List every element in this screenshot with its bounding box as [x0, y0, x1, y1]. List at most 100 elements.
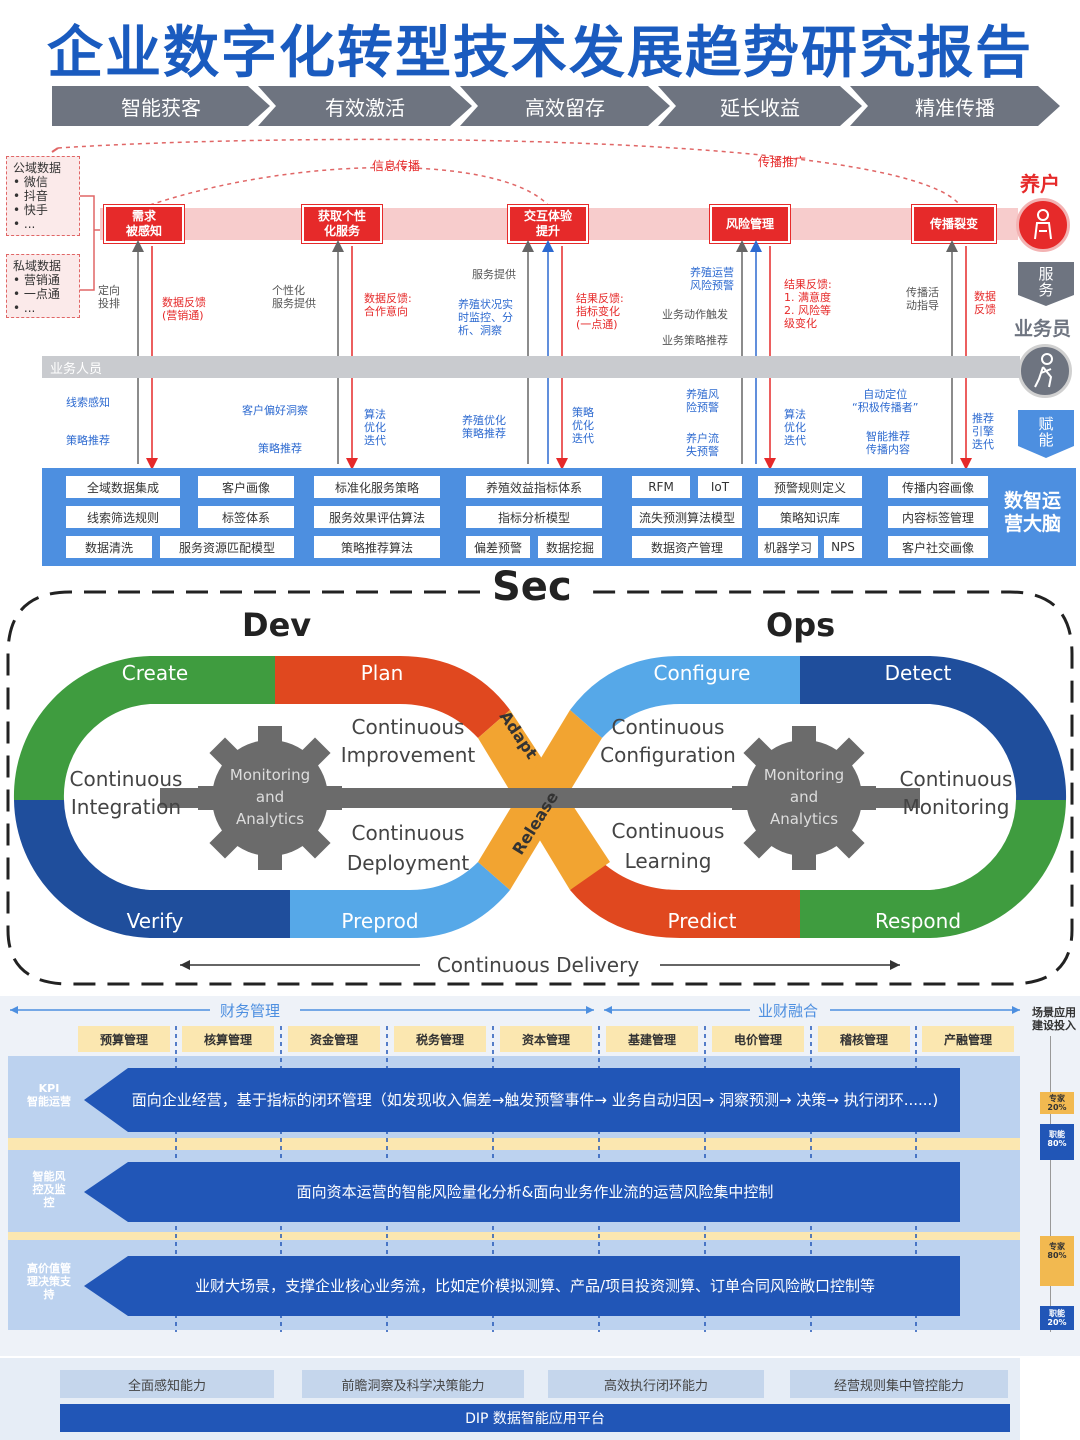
segment-plan [275, 656, 510, 738]
col-tax: 税务管理 [394, 1026, 486, 1052]
stage-risk-management: 风险管理 [710, 205, 790, 243]
note-feedback-satisfaction: 结果反馈: 1. 满意度 2. 风险等 级变化 [784, 278, 832, 330]
label-plan: Plan [361, 661, 404, 685]
flow-step-3: 高效留存 [460, 86, 670, 126]
cell-rfm: RFM [632, 476, 690, 498]
arrow-kpi: 面向企业经营，基于指标的闭环管理（如发现收入偏差→触发预警事件→ 业务自动归因→… [84, 1068, 960, 1132]
note-algo-iterate-2: 算法 优化 迭代 [784, 408, 806, 447]
cell-knowledge-base: 策略知识库 [758, 506, 862, 528]
label-configure: Configure [654, 661, 751, 685]
dip-platform: DIP 数据智能应用平台 [60, 1404, 1010, 1432]
col-electricity: 电价管理 [712, 1026, 804, 1052]
finance-right-header: 业财融合 [758, 1002, 819, 1020]
segment-detect [800, 656, 1067, 800]
bar-expert-80: 专家 80% [1040, 1236, 1074, 1286]
cell-strategy-algo: 策略推荐算法 [314, 536, 440, 558]
label-salesperson: 业务员 [1014, 318, 1072, 340]
staff-band-label: 业务人员 [50, 362, 103, 377]
bar-function-80: 职能 80% [1040, 1124, 1074, 1160]
note-promotion: 传播推广 [758, 155, 807, 169]
segment-create [13, 656, 276, 800]
cell-nps: NPS [824, 536, 862, 558]
label-empower: 赋 能 [1018, 410, 1074, 458]
note-lead-perception: 线索感知 [66, 396, 110, 409]
private-data-item: • 一点通 [13, 287, 60, 301]
cell-warning-rules: 预警规则定义 [758, 476, 862, 498]
label-farmer: 养户 [1020, 172, 1060, 196]
cell-resource-match: 服务资源匹配模型 [160, 536, 294, 558]
salesperson-icon [1018, 344, 1072, 398]
delivery-arrow-left [180, 960, 190, 970]
note-feedback-marketing: 数据反馈 (营销通) [162, 296, 206, 322]
col-budget: 预算管理 [78, 1026, 170, 1052]
sec-frame [6, 590, 1074, 986]
flow-step-2: 有效激活 [258, 86, 472, 126]
label-detect: Detect [885, 661, 952, 685]
flow-step-5: 精准传播 [850, 86, 1060, 126]
public-data-item: • 快手 [13, 203, 48, 217]
note-targeted: 定向 投排 [98, 284, 120, 310]
cell-content-tags: 内容标签管理 [888, 506, 988, 528]
label-create: Create [122, 661, 188, 685]
cell-std-service: 标准化服务策略 [314, 476, 440, 498]
label-verify: Verify [127, 909, 184, 933]
center-axis [160, 788, 920, 808]
arrow-risk: 面向资本运营的智能风险量化分析&面向业务作业流的运营风险集中控制 [84, 1162, 960, 1222]
label-ops: Ops [766, 606, 836, 644]
stage-interaction-upgrade: 交互体验 提升 [508, 205, 588, 243]
cell-machine-learning: 机器学习 [758, 536, 818, 558]
note-action-trigger: 业务动作触发 [662, 308, 728, 321]
cell-lead-filter: 线索筛选规则 [66, 506, 180, 528]
col-accounting: 核算管理 [182, 1026, 274, 1052]
col-industry-finance: 产融管理 [922, 1026, 1014, 1052]
row-divider-2 [8, 1232, 1020, 1240]
cell-data-mining: 数据挖掘 [538, 536, 602, 558]
row-label-decision: 高价值管 理决策支 持 [27, 1262, 71, 1301]
label-predict: Predict [668, 909, 737, 933]
label-respond: Respond [875, 909, 961, 933]
note-spread-guide: 传播活 动指导 [906, 286, 939, 312]
cell-data-cleaning: 数据清洗 [66, 536, 152, 558]
staff-band: 业务人员 [42, 356, 1020, 378]
label-service: 服 务 [1018, 262, 1074, 306]
cell-data-integration: 全域数据集成 [66, 476, 180, 498]
cap-execution: 高效执行闭环能力 [548, 1370, 764, 1398]
public-data-item: • 微信 [13, 175, 48, 189]
finance-header-lines [10, 1006, 1020, 1014]
note-algo-iterate-1: 算法 优化 迭代 [364, 408, 386, 447]
private-data-item: • 营销通 [13, 273, 60, 287]
bar-function-20: 职能 20% [1040, 1306, 1074, 1330]
cell-deviation-warning: 偏差预警 [466, 536, 530, 558]
investment-column [1040, 1036, 1076, 1332]
public-data-item: • 抖音 [13, 189, 48, 203]
note-farm-optimize: 养殖优化 策略推荐 [462, 414, 506, 440]
arrow-decision: 业财大场景，支撑企业核心业务流，比如定价模拟测算、产品/项目投资测算、订单合同风… [84, 1256, 960, 1316]
note-personal-service: 个性化 服务提供 [272, 284, 316, 310]
cell-churn-model: 流失预测算法模型 [632, 506, 742, 528]
cell-social-profile: 客户社交画像 [888, 536, 988, 558]
data-brain-label: 数智运 营大脑 [1004, 490, 1062, 535]
col-funds: 资金管理 [288, 1026, 380, 1052]
note-strategy-recommend-1: 策略推荐 [66, 434, 110, 447]
private-data-title: 私域数据 [13, 259, 62, 273]
stage-viral-spread: 传播裂变 [912, 205, 996, 243]
private-data-box: 私域数据 • 营销通 • 一点通 • ... [6, 254, 80, 318]
cell-effect-eval: 服务效果评估算法 [314, 506, 440, 528]
note-service-provide: 服务提供 [472, 268, 516, 281]
note-data-feedback: 数据 反馈 [974, 290, 996, 316]
note-strategy-iterate: 策略 优化 迭代 [572, 406, 594, 445]
public-data-box: 公域数据 • 微信 • 抖音 • 快手 • ... [6, 156, 80, 236]
cell-tag-system: 标签体系 [198, 506, 294, 528]
finance-left-header: 财务管理 [220, 1002, 281, 1020]
label-continuous-delivery: Continuous Delivery [437, 953, 639, 977]
cap-insight-decision: 前瞻洞察及科学决策能力 [302, 1370, 524, 1398]
segment-respond [800, 800, 1066, 938]
page-title: 企业数字化转型技术发展趋势研究报告 [47, 21, 1033, 86]
col-audit: 稽核管理 [818, 1026, 910, 1052]
stage-demand-perception: 需求 被感知 [104, 205, 184, 243]
